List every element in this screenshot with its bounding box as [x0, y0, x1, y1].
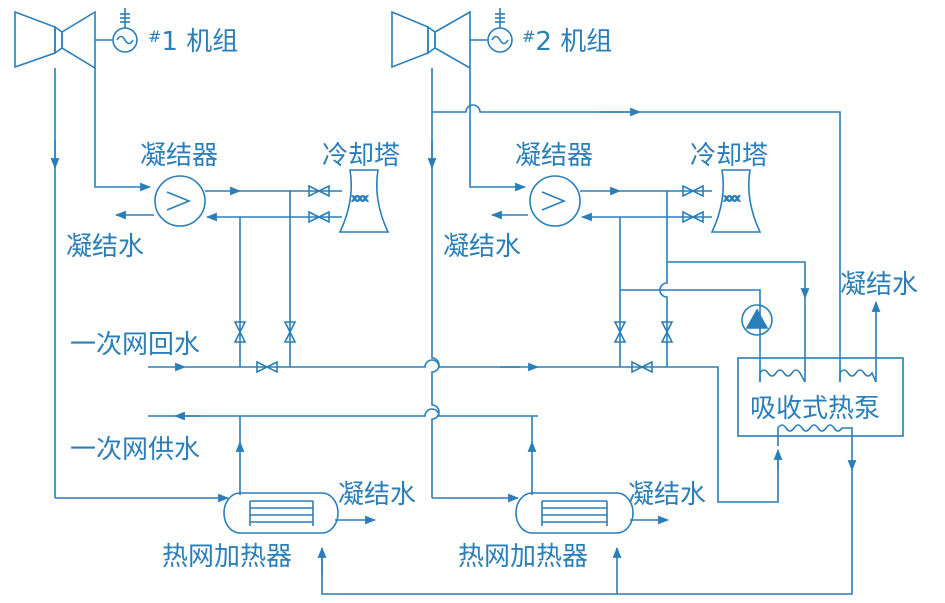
valve-icon	[660, 321, 674, 343]
heat-pump-label: 吸收式热泵	[750, 394, 880, 424]
heat-pump-coil-icon	[759, 369, 877, 446]
valve-icon	[283, 321, 297, 343]
heater-1-icon	[223, 492, 339, 534]
heater-1-label: 热网加热器	[162, 542, 292, 572]
condensate-heat-pump-label: 凝结水	[840, 270, 918, 300]
extraction-line-2	[431, 68, 440, 498]
condensate-2-label: 凝结水	[443, 232, 521, 262]
primary-return-label: 一次网回水	[70, 330, 200, 360]
exhaust-line-1	[94, 68, 152, 192]
valve-icon	[256, 360, 278, 374]
svg-text:xxx: xxx	[352, 194, 369, 204]
condensate-heater-1-label: 凝结水	[338, 480, 416, 510]
generator-2-icon	[487, 8, 513, 53]
valve-icon	[308, 210, 330, 224]
heater-2-icon	[515, 492, 634, 534]
primary-supply-label: 一次网供水	[70, 435, 200, 465]
valve-icon	[233, 321, 247, 343]
valve-icon	[613, 321, 627, 343]
cooling-tower-2-label: 冷却塔	[690, 141, 768, 171]
cooling-tower-1-label: 冷却塔	[322, 141, 400, 171]
condensate-heater-2-label: 凝结水	[628, 480, 706, 510]
turbine-2-icon	[391, 10, 471, 70]
valve-icon	[308, 184, 330, 198]
heater-2-label: 热网加热器	[458, 542, 588, 572]
primary-supply-line	[148, 408, 538, 417]
condenser-2-label: 凝结器	[515, 141, 593, 171]
turbine-1-icon	[14, 10, 96, 70]
heat-pump-box	[737, 357, 904, 437]
cooling-tower-1-icon	[338, 169, 390, 233]
valve-icon	[682, 210, 704, 224]
primary-return-line	[185, 359, 520, 368]
condensate-1-label: 凝结水	[66, 232, 144, 262]
valve-icon	[631, 360, 653, 374]
condenser-1-label: 凝结器	[140, 141, 218, 171]
unit-1-label: #1 机组	[148, 27, 238, 57]
cooling-tower-2-icon	[710, 169, 762, 233]
condenser-2-icon	[529, 175, 581, 227]
condenser-1-icon	[154, 175, 206, 227]
unit-2-label: #2 机组	[522, 27, 612, 57]
svg-text:xxx: xxx	[724, 194, 741, 204]
pump-icon	[741, 304, 773, 336]
valve-icon	[682, 184, 704, 198]
generator-1-icon	[112, 8, 138, 53]
